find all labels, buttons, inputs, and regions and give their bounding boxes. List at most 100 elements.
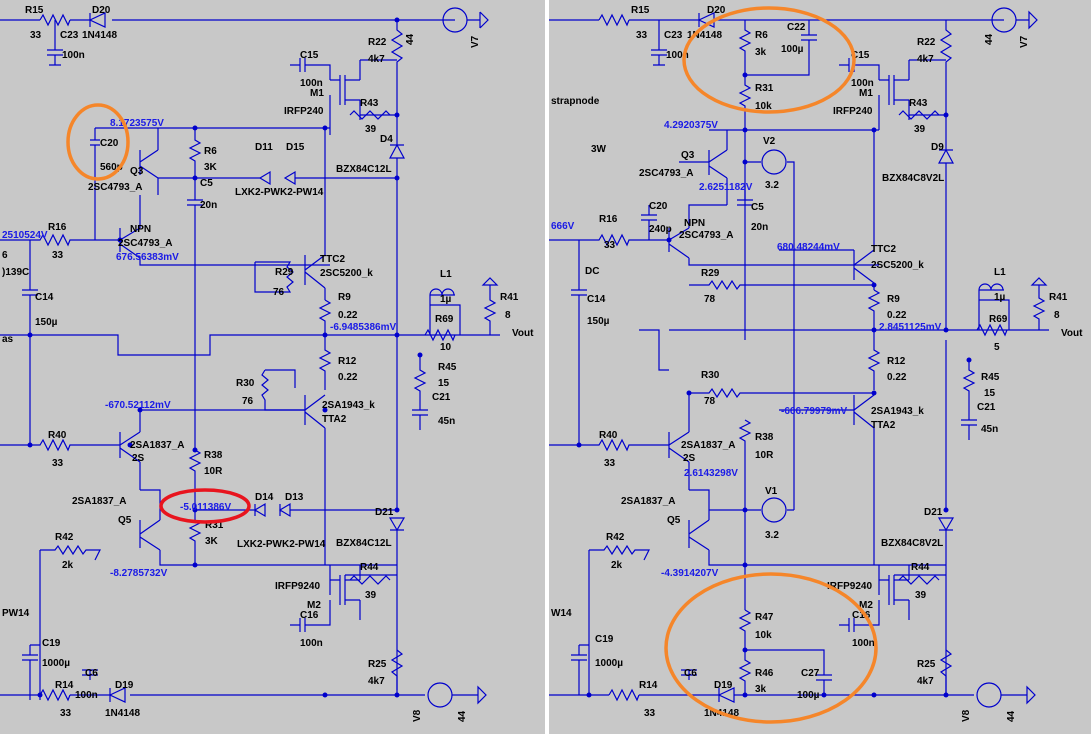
label: 20n [751,222,768,233]
label: 100µ [797,690,820,701]
label: R9 [338,292,351,303]
label: 2k [62,560,74,571]
label: R22 [368,37,387,48]
node-voltage: 2.6143298V [684,468,738,479]
label: R25 [917,659,936,670]
label: 2SA1837_A [130,440,184,451]
left-schematic: R15 33 D20 1N4148 C23 100n R22 4k7 44 V7… [0,5,534,722]
label: C23 [664,30,683,41]
label: 4k7 [917,676,934,687]
label: 20n [200,200,217,211]
label: 3.2 [765,530,779,541]
node-voltage: -666.79979mV [781,406,847,417]
label: R40 [48,430,67,441]
label: 2S [132,453,145,464]
label: V8 [412,709,423,722]
label: D11 [255,142,273,153]
label: 100µ [781,44,804,55]
left-component-labels: R15 33 D20 1N4148 C23 100n R22 4k7 44 V7… [2,5,534,722]
label: 8 [505,310,511,321]
label: 0.22 [887,310,907,321]
label: TTC2 [871,244,896,255]
node-voltage: 2.8451125mV [879,322,942,333]
label: R31 [755,83,774,94]
label: C23 [60,30,79,41]
label: 78 [704,294,716,305]
highlight-node-voltage-circle [159,488,251,524]
label: 100n [300,638,323,649]
label: as [2,334,14,345]
label: IRFP240 [833,106,873,117]
label: V7 [1019,35,1030,48]
label: R41 [1049,292,1068,303]
label: 3W [591,144,607,155]
label: 560p [100,162,123,173]
highlight-bottom-bootstrap-circle [664,572,878,724]
label: 100n [62,50,85,61]
label: 1N4148 [687,30,722,41]
label: R38 [755,432,774,443]
label: 4k7 [368,676,385,687]
label: R43 [360,98,379,109]
node-voltage: -8.2785732V [110,568,168,579]
label: R16 [48,222,67,233]
label: 2SC5200_k [320,268,373,279]
label: R44 [360,562,379,573]
label: 2SA1837_A [72,496,126,507]
label: R30 [701,370,720,381]
label: LXK2-PWK2-PW14 [237,539,326,550]
label: D15 [286,142,305,153]
label: 150µ [587,316,610,327]
label: 15 [984,388,996,399]
label: V7 [470,35,481,48]
label: R30 [236,378,255,389]
left-voltage-labels: 8.1723575V 2510524V 676.56383mV -6.94853… [2,118,396,579]
label: R22 [917,37,936,48]
label: 2SC4793_A [88,182,142,193]
label: 33 [604,240,616,251]
label: R42 [55,532,74,543]
label: 2SA1837_A [621,496,675,507]
label: BZX84C8V2L [882,173,944,184]
label: R38 [204,450,223,461]
label: R42 [606,532,625,543]
label: 1N4148 [105,708,140,719]
label: D20 [92,5,111,16]
label: C21 [977,402,996,413]
label: 10k [755,630,772,641]
label: C21 [432,392,451,403]
label: 240p [649,224,672,235]
label: R46 [755,668,774,679]
label: 39 [914,124,926,135]
label: R14 [55,680,74,691]
label: D21 [375,507,394,518]
label: 1µ [994,292,1006,303]
label: M1 [310,88,324,99]
left-schematic-pane: R15 33 D20 1N4148 C23 100n R22 4k7 44 V7… [0,0,545,734]
label: Q5 [118,515,132,526]
label: 100n [75,690,98,701]
label: C15 [300,50,319,61]
label: 33 [636,30,648,41]
label: IRFP240 [284,106,324,117]
node-voltage: 676.56383mV [116,252,179,263]
label: R43 [909,98,928,109]
label: 1N4148 [82,30,117,41]
label: 2k [611,560,623,571]
label: R12 [338,356,357,367]
label: 44 [405,33,416,45]
label: 33 [604,458,616,469]
label: 10k [755,101,772,112]
label: TTA2 [871,420,896,431]
label: 100n [666,50,689,61]
label: 33 [644,708,656,719]
label: 0.22 [338,372,358,383]
label: 45n [438,416,455,427]
label: R15 [25,5,44,16]
label: 2SA1837_A [681,440,735,451]
label: 3.2 [765,180,779,191]
label: BZX84C12L [336,538,392,549]
label: 10R [204,466,223,477]
label: C15 [851,50,870,61]
